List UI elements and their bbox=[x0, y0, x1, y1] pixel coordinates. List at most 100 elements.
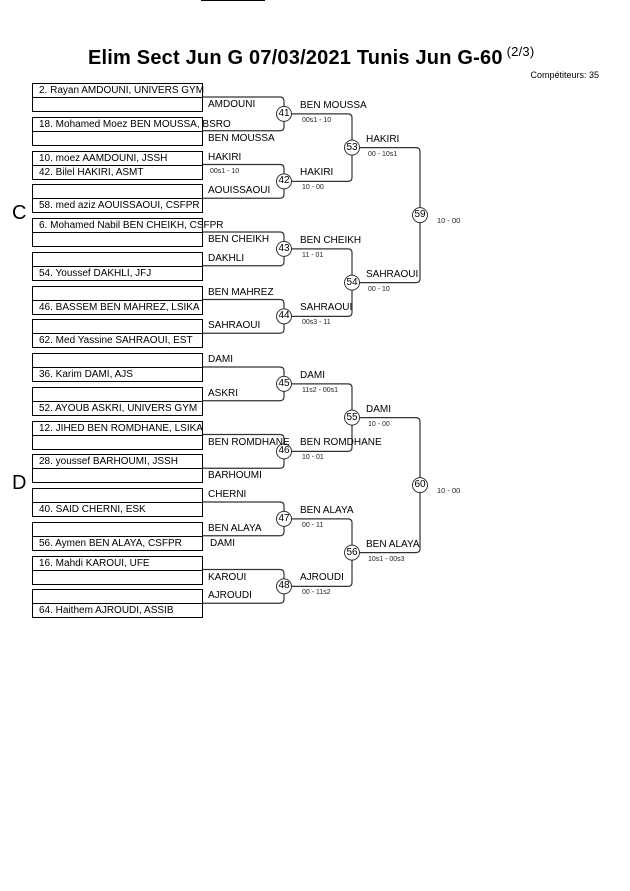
competitor-name-bottom: 36. Karim DAMI, AJS bbox=[39, 369, 133, 380]
round1-advance-label: BARHOUMI bbox=[208, 470, 262, 482]
round2-connector bbox=[291, 290, 353, 317]
box-divider bbox=[33, 502, 202, 503]
round1-winner: BEN ROMDHANE bbox=[300, 437, 382, 449]
competitor-name-bottom: 40. SAID CHERNI, ESK bbox=[39, 504, 146, 515]
match-60-circle bbox=[412, 477, 428, 494]
round2-connector bbox=[291, 560, 353, 587]
round1-score: 00 - 11s2 bbox=[302, 589, 331, 597]
box-divider bbox=[33, 367, 202, 368]
round1-winner: BEN CHEIKH bbox=[300, 234, 362, 246]
box-divider bbox=[33, 265, 202, 267]
match-43-circle bbox=[276, 240, 292, 257]
round1-connector bbox=[202, 163, 285, 174]
competitor-name-bottom: 58. med aziz AOUISSAOUI, CSFPR bbox=[39, 200, 200, 212]
competitor-name-bottom: 52. AYOUB ASKRI, UNIVERS GYM bbox=[39, 402, 198, 414]
round1-advance-label: DAKHLI bbox=[208, 252, 245, 264]
round1-score: 11 - 01 bbox=[302, 251, 324, 259]
round1-connector bbox=[202, 391, 285, 402]
round1-winner: BEN MOUSSA bbox=[300, 99, 367, 111]
match-47-number: 47 bbox=[278, 512, 290, 524]
match-45-number: 45 bbox=[278, 377, 290, 389]
box-divider bbox=[33, 468, 202, 470]
box-divider bbox=[33, 400, 202, 402]
box-divider bbox=[33, 434, 202, 436]
match-44-number: 44 bbox=[278, 310, 290, 322]
box-divider bbox=[33, 569, 202, 571]
competitor-name-top: 16. Mahdi KAROUI, UFE bbox=[39, 557, 150, 569]
competitor-name-bottom: 42. Bilel HAKIRI, ASMT bbox=[39, 166, 144, 178]
competitor-box: 46. BASSEM BEN MAHREZ, LSIKA bbox=[32, 285, 203, 315]
round1-advance-label: BEN CHEIKH bbox=[208, 234, 270, 245]
box-divider bbox=[33, 535, 202, 537]
match-56-circle bbox=[344, 544, 360, 561]
match-59-circle bbox=[412, 207, 428, 224]
match-42-number: 42 bbox=[278, 175, 290, 187]
round2-winner: DAMI bbox=[366, 403, 391, 415]
round1-score: 10 - 00 bbox=[302, 184, 324, 192]
round2-winner: HAKIRI bbox=[366, 133, 400, 145]
round1-advance-label: SAHRAOUI bbox=[208, 320, 261, 332]
round1-connector bbox=[202, 231, 285, 242]
competitor-box: 12. JIHED BEN ROMDHANE, LSIKA bbox=[32, 420, 203, 450]
match-42-circle bbox=[276, 173, 292, 190]
competitor-name-bottom: 56. Aymen BEN ALAYA, CSFPR bbox=[39, 537, 182, 549]
round1-score: 11s2 - 00s1 bbox=[302, 386, 339, 394]
competitor-name-top: 18. Mohamed Moez BEN MOUSSA, BSRO bbox=[39, 118, 231, 130]
round2-connector bbox=[291, 425, 353, 452]
round1-connector bbox=[202, 298, 285, 309]
competitor-name-top: 28. youssef BARHOUMI, JSSH bbox=[39, 456, 178, 468]
match-54-circle bbox=[344, 274, 360, 291]
match-48-number: 48 bbox=[278, 580, 290, 592]
page-indicator: (2/3) bbox=[506, 44, 535, 59]
round2-score: 10 - 00 bbox=[368, 420, 390, 428]
box-divider bbox=[33, 232, 202, 233]
competitor-box: 62. Med Yassine SAHRAOUI, EST bbox=[32, 319, 203, 349]
competitor-box: 28. youssef BARHOUMI, JSSH bbox=[32, 454, 203, 484]
box-divider bbox=[33, 333, 202, 335]
competitor-name-top: 6. Mohamed Nabil BEN CHEIKH, CSFPR bbox=[39, 220, 224, 231]
round1-score: 10 - 01 bbox=[302, 454, 324, 462]
round1-connector bbox=[202, 526, 285, 537]
competitor-box: 18. Mohamed Moez BEN MOUSSA, BSRO bbox=[32, 116, 231, 146]
match-48-circle bbox=[276, 578, 292, 595]
round1-score: 00s3 - 11 bbox=[302, 319, 331, 327]
competitor-name-top: 10. moez AAMDOUNI, JSSH bbox=[39, 152, 168, 164]
round1-overlap-label: DAMI bbox=[210, 537, 235, 549]
round2-score: 00 - 10s1 bbox=[368, 150, 398, 158]
round3-connector bbox=[359, 147, 421, 208]
competitor-name-bottom: 54. Youssef DAKHLI, JFJ bbox=[39, 267, 152, 279]
match-55-number: 55 bbox=[346, 411, 358, 423]
round1-advance-label: DAMI bbox=[208, 354, 233, 365]
round1-connector bbox=[202, 323, 285, 334]
round1-winner: HAKIRI bbox=[300, 167, 334, 179]
round2-connector bbox=[291, 113, 353, 141]
round1-advance-label: BEN ALAYA bbox=[208, 522, 262, 534]
competitor-name-bottom: 64. Haithem AJROUDI, ASSIB bbox=[39, 605, 174, 617]
round1-advance-label: AJROUDI bbox=[208, 590, 252, 602]
competitor-box: 16. Mahdi KAROUI, UFE bbox=[32, 555, 203, 585]
competitor-box: 56. Aymen BEN ALAYA, CSFPR bbox=[32, 521, 203, 551]
round2-connector bbox=[291, 383, 353, 411]
round1-connector bbox=[202, 188, 285, 199]
round1-advance-label: AOUISSAOUI bbox=[208, 185, 271, 197]
round1-advance-label: BEN MAHREZ bbox=[208, 286, 274, 298]
competitor-name-top: 12. JIHED BEN ROMDHANE, LSIKA bbox=[39, 422, 203, 434]
match-60-number: 60 bbox=[414, 479, 426, 491]
match-41-number: 41 bbox=[278, 107, 290, 119]
round3-connector bbox=[359, 492, 421, 554]
round1-winner: DAMI bbox=[300, 369, 325, 381]
competitor-box: 54. Youssef DAKHLI, JFJ bbox=[32, 251, 203, 281]
round3-score: 10 - 00 bbox=[437, 216, 461, 226]
round1-advance-label: BEN MOUSSA bbox=[208, 132, 275, 144]
round1-advance-label: BEN ROMDHANE bbox=[208, 436, 290, 448]
match-46-number: 46 bbox=[278, 445, 290, 457]
box-divider bbox=[33, 130, 202, 132]
round3-connector bbox=[359, 417, 421, 478]
competitor-count: Compétiteurs: 35 bbox=[530, 70, 599, 80]
round2-winner: BEN ALAYA bbox=[366, 538, 420, 550]
round1-connector bbox=[202, 501, 285, 512]
pool-label-d: D bbox=[12, 472, 27, 494]
match-53-circle bbox=[344, 139, 360, 156]
box-divider bbox=[33, 198, 202, 200]
